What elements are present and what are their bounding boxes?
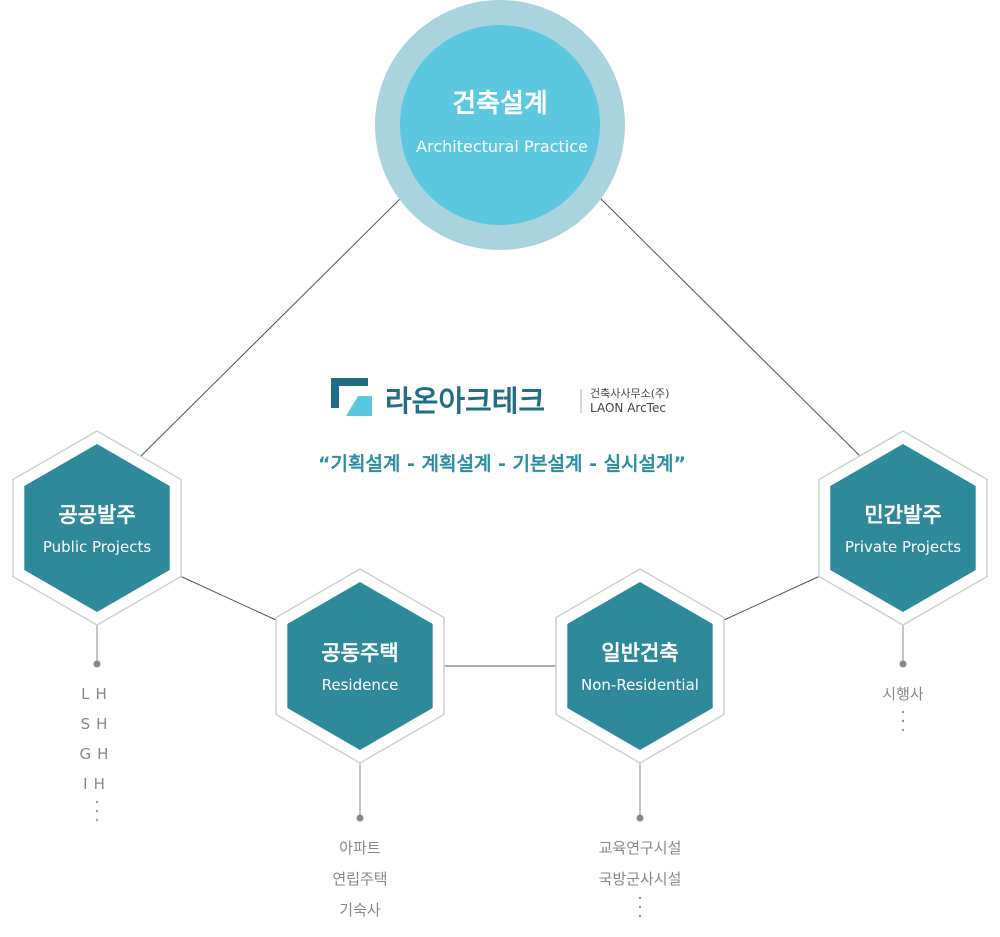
hex-node-private: 민간발주 Private Projects 시행사 — [818, 430, 988, 732]
hex-list-item: 연립주택 — [332, 870, 387, 888]
ellipsis-dot — [95, 800, 99, 804]
hex-inner-fill — [830, 444, 976, 612]
ellipsis-dot — [95, 809, 99, 813]
ellipsis-dot — [901, 719, 905, 723]
logo-mark-icon — [331, 378, 372, 416]
slogan-text: “기획설계 - 계획설계 - 기본설계 - 실시설계” — [318, 453, 686, 475]
hex-stem-dot — [636, 814, 644, 822]
hex-title: 민간발주 — [864, 503, 941, 527]
hex-subtitle: Residence — [322, 676, 399, 694]
hex-title: 공동주택 — [321, 641, 398, 665]
ellipsis-dot — [638, 905, 642, 909]
ellipsis-dot — [901, 710, 905, 714]
center-subtitle: Architectural Practice — [416, 137, 588, 156]
connector-center-private — [599, 197, 861, 457]
company-logo: 라온아크테크 건축사사무소(주) LAON ArcTec — [331, 378, 669, 418]
hex-stem-dot — [93, 660, 101, 668]
hex-inner-fill — [24, 444, 170, 612]
hex-list-item: 교육연구시설 — [599, 839, 682, 857]
hex-list-item: 아파트 — [339, 839, 381, 857]
logo-name-en: LAON ArcTec — [590, 401, 666, 415]
hex-subtitle: Public Projects — [43, 538, 151, 556]
center-node: 건축설계 Architectural Practice — [375, 0, 625, 250]
hex-subtitle: Non-Residential — [581, 676, 699, 694]
more-ellipsis-icon — [95, 800, 99, 822]
center-inner-circle — [400, 25, 600, 225]
hex-inner-fill — [567, 582, 713, 750]
more-ellipsis-icon — [638, 896, 642, 918]
hex-stem-dot — [899, 660, 907, 668]
ellipsis-dot — [638, 914, 642, 918]
hex-inner-fill — [287, 582, 433, 750]
hex-list-item: 기숙사 — [339, 901, 381, 919]
hex-list-item: GH — [80, 745, 115, 763]
ellipsis-dot — [95, 818, 99, 822]
hex-list-item: 국방군사시설 — [599, 870, 682, 888]
hex-title: 일반건축 — [601, 641, 678, 665]
hex-title: 공공발주 — [58, 503, 135, 527]
logo-name-ko: 라온아크테크 — [385, 384, 545, 418]
hex-list-item: SH — [81, 715, 114, 733]
connector-public-residence — [179, 575, 277, 621]
hex-stem-dot — [356, 814, 364, 822]
center-title: 건축설계 — [452, 89, 548, 119]
connector-nonres-private — [723, 575, 821, 621]
more-ellipsis-icon — [901, 710, 905, 732]
connector-lines — [140, 197, 861, 667]
connector-center-public — [140, 197, 402, 457]
ellipsis-dot — [638, 896, 642, 900]
hex-list-item: LH — [81, 685, 113, 703]
hex-list-item: 시행사 — [882, 685, 924, 703]
ellipsis-dot — [901, 728, 905, 732]
hex-list-item: IH — [83, 775, 111, 793]
hex-subtitle: Private Projects — [845, 538, 961, 556]
logo-firm-type: 건축사사무소(주) — [590, 387, 669, 400]
